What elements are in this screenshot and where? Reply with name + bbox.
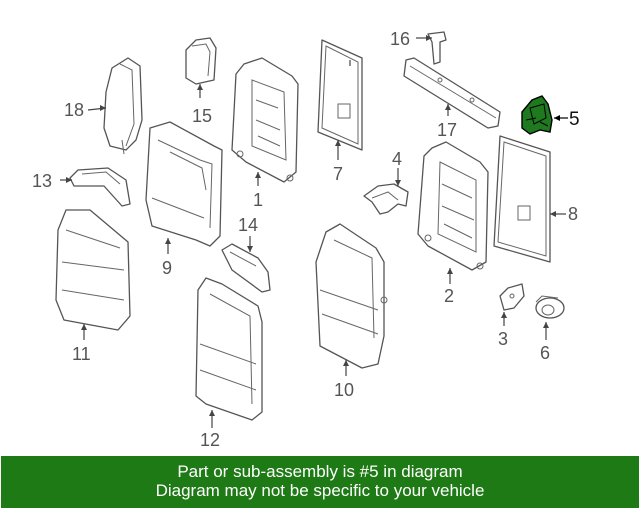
callout-18: 18 [64,100,84,120]
callout-11: 11 [72,344,91,364]
part-18-trim-panel [103,57,143,155]
part-8-back-panel [493,135,551,263]
notice-banner: Part or sub-assembly is #5 in diagram Di… [1,456,639,508]
part-1-seatback-frame [231,57,299,183]
callout-16: 16 [390,29,410,49]
callout-9: 9 [162,258,172,278]
part-7-back-panel [317,39,363,151]
leader-lines [60,35,568,428]
banner-line-disclaimer: Diagram may not be specific to your vehi… [155,481,485,500]
banner-line-part-number: Part or sub-assembly is #5 in diagram [177,462,463,481]
part-14-trim-piece [221,243,271,293]
part-10-seatback-cover [315,223,388,369]
callout-6: 6 [540,343,550,363]
part-3-clip [499,283,525,311]
callout-8: 8 [568,204,578,224]
callout-1: 1 [253,190,263,210]
callout-15: 15 [192,106,212,126]
callout-12: 12 [200,430,220,450]
part-2-seatback-frame [417,141,489,271]
part-5-highlighted [521,95,553,135]
callout-4: 4 [392,149,402,169]
part-6-bushing [535,295,565,319]
callout-7: 7 [333,164,343,184]
part-17-cross-rail [403,57,501,129]
callout-2: 2 [444,286,454,306]
part-13-trim-piece [69,167,131,207]
callout-5: 5 [569,109,580,130]
callout-10: 10 [334,380,354,400]
part-15-headrest [185,37,217,85]
part-16-bracket [427,31,447,65]
part-9-seatback-cushion [145,121,223,247]
parts-diagram: 18 15 1 7 16 17 5 4 2 8 13 9 14 11 10 12… [32,29,580,450]
part-11-seat-cushion [55,209,131,331]
part-12-seatback-cover [195,277,263,421]
callout-13: 13 [32,171,52,191]
callout-3: 3 [498,329,508,349]
part-4-bracket [363,183,409,215]
callout-14: 14 [238,215,258,235]
callout-17: 17 [437,120,457,140]
